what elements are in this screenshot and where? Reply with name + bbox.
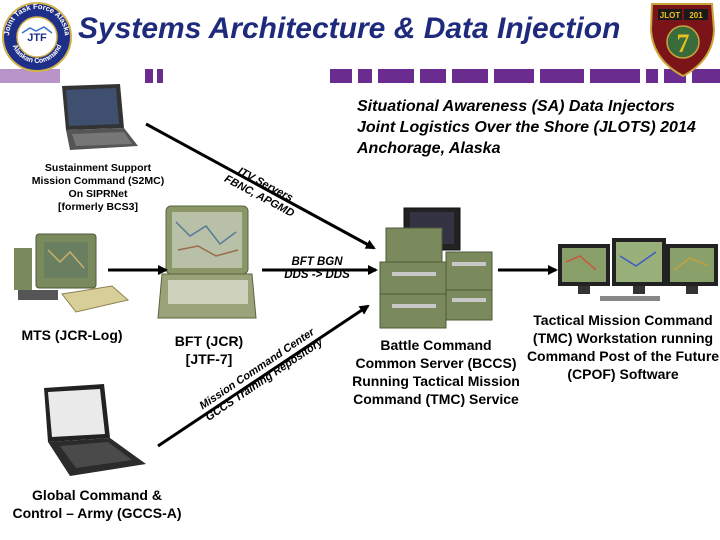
bccs-server-image [379, 207, 493, 329]
logo-number-text: 201 [689, 11, 703, 20]
jtf-alaska-logo: Joint Task Force Alaska Alaskan Command … [2, 2, 72, 72]
logo-jlot-text: JLOT [660, 11, 681, 20]
s2mc-label: Sustainment Support Mission Command (S2M… [31, 162, 165, 213]
tmc-workstation-image [558, 238, 718, 301]
arrow-gccs-to-bccs [157, 304, 370, 448]
logo-digit-text: 7 [677, 29, 690, 58]
tmc-label: Tactical Mission Command (TMC) Workstati… [526, 312, 720, 382]
bccs-label: Battle Command Common Server (BCCS) Runn… [352, 337, 520, 407]
gccs-laptop-image [44, 384, 146, 476]
bft-laptop-image [157, 205, 257, 319]
s2mc-laptop-image [62, 84, 138, 150]
gccs-label: Global Command & Control – Army (GCCS-A) [12, 487, 182, 521]
arrow-s2mc-to-bccs [145, 122, 376, 250]
bft-bgn-label: BFT BGN DDS -> DDS [284, 256, 350, 281]
mts-label: MTS (JCR-Log) [21, 327, 123, 343]
mts-device-image [14, 233, 130, 313]
header-subtitle: Situational Awareness (SA) Data Injector… [357, 98, 696, 157]
logo-center-text: JTF [27, 32, 47, 44]
bft-label: BFT (JCR) [JTF-7] [174, 333, 244, 367]
jlots-logo: JLOT 201 7 [649, 3, 716, 78]
page-title: Systems Architecture & Data Injection [78, 12, 621, 45]
